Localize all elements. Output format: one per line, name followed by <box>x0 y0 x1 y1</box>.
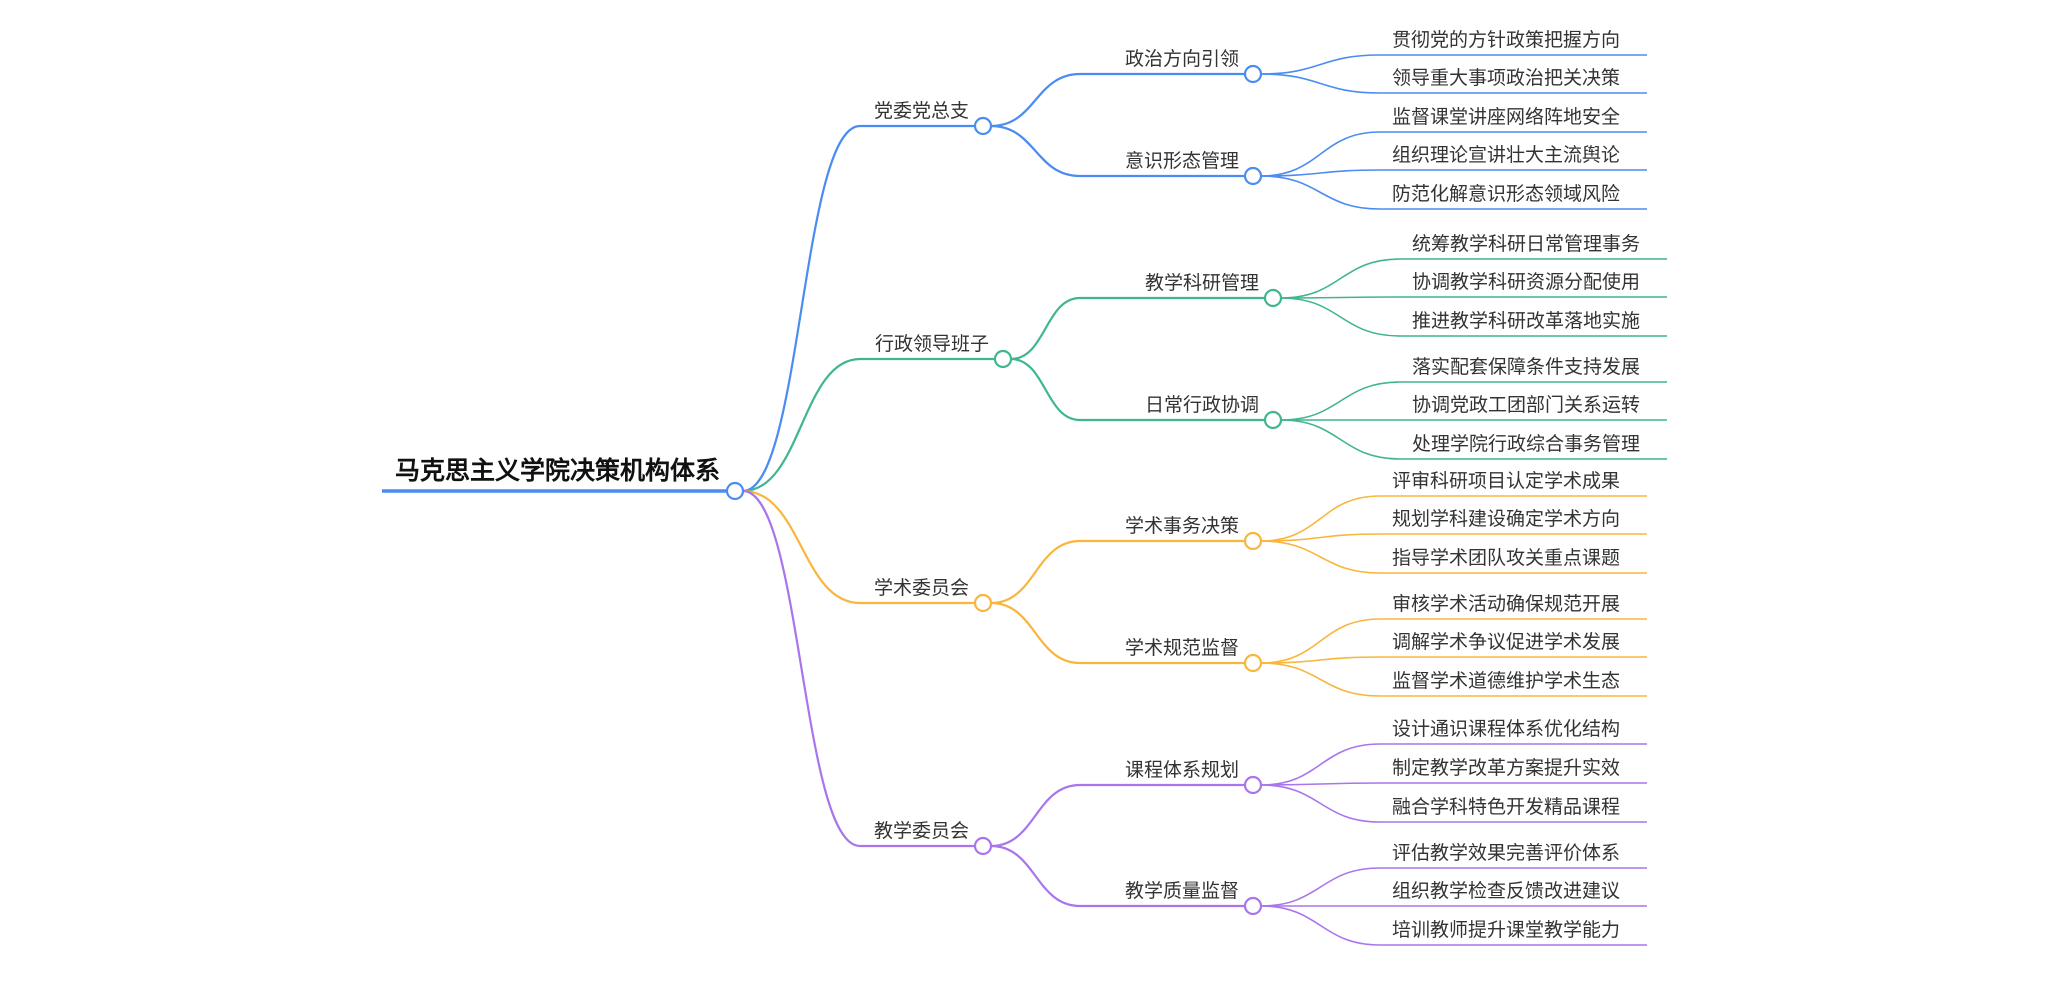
branch-node-toggle[interactable] <box>973 836 993 856</box>
leaf-connector <box>1260 784 1381 823</box>
branch-topic[interactable]: 教学委员会 <box>874 820 970 842</box>
leaf-topic[interactable]: 设计通识课程体系优化结构 <box>1392 718 1621 740</box>
leaf-connector <box>1260 131 1381 177</box>
leaf-connector <box>1260 656 1381 664</box>
leaf-topic[interactable]: 审核学术活动确保规范开展 <box>1392 593 1621 615</box>
leaf-topic[interactable]: 监督课堂讲座网络阵地安全 <box>1392 106 1621 128</box>
subbranch-connector <box>990 601 1081 665</box>
leaf-topic[interactable]: 调解学术争议促进学术发展 <box>1392 631 1621 653</box>
leaf-connector <box>1260 618 1381 664</box>
leaf-connector <box>1260 169 1381 177</box>
branch-topic[interactable]: 行政领导班子 <box>875 333 990 355</box>
leaf-topic[interactable]: 协调党政工团部门关系运转 <box>1412 394 1641 416</box>
branch-topic[interactable]: 学术委员会 <box>874 577 970 599</box>
leaf-topic[interactable]: 贯彻党的方针政策把握方向 <box>1392 29 1621 51</box>
leaf-connector <box>1260 540 1381 574</box>
subbranch-connector <box>1010 357 1081 422</box>
leaf-connector <box>1280 296 1401 299</box>
subbranch-connector <box>990 783 1081 848</box>
leaf-connector <box>1260 782 1381 786</box>
subbranch-topic[interactable]: 意识形态管理 <box>1125 150 1240 172</box>
leaf-topic[interactable]: 制定教学改革方案提升实效 <box>1392 757 1621 779</box>
subbranch-topic[interactable]: 教学质量监督 <box>1125 880 1240 902</box>
subbranch-node-toggle[interactable] <box>1263 288 1283 308</box>
subbranch-node-toggle[interactable] <box>1243 896 1263 916</box>
leaf-topic[interactable]: 处理学院行政综合事务管理 <box>1412 433 1641 455</box>
subbranch-node-toggle[interactable] <box>1263 410 1283 430</box>
leaf-topic[interactable]: 评审科研项目认定学术成果 <box>1392 470 1621 492</box>
branch-node-toggle[interactable] <box>993 349 1013 369</box>
branch-connector <box>742 489 861 848</box>
leaf-topic[interactable]: 协调教学科研资源分配使用 <box>1412 271 1641 293</box>
leaf-topic[interactable]: 指导学术团队攻关重点课题 <box>1392 547 1621 569</box>
leaf-connector <box>1260 533 1381 542</box>
leaf-topic[interactable]: 融合学科特色开发精品课程 <box>1392 796 1621 818</box>
leaf-connector <box>1260 175 1381 210</box>
leaf-connector <box>1260 867 1381 907</box>
subbranch-connector <box>990 124 1081 178</box>
leaf-connector <box>1260 743 1381 786</box>
root-topic[interactable]: 马克思主义学院决策机构体系 <box>395 456 721 485</box>
branch-topic[interactable]: 党委党总支 <box>874 100 970 122</box>
branch-connector <box>742 124 861 493</box>
leaf-topic[interactable]: 组织理论宣讲壮大主流舆论 <box>1392 144 1621 166</box>
branch-connector <box>742 489 861 605</box>
subbranch-node-toggle[interactable] <box>1243 531 1263 551</box>
subbranch-topic[interactable]: 政治方向引领 <box>1125 48 1240 70</box>
root-node-toggle[interactable] <box>725 481 745 501</box>
subbranch-node-toggle[interactable] <box>1243 64 1263 84</box>
leaf-topic[interactable]: 培训教师提升课堂教学能力 <box>1392 919 1621 941</box>
leaf-connector <box>1260 662 1381 697</box>
leaf-connector <box>1260 905 1381 946</box>
leaf-connector <box>1280 297 1401 337</box>
subbranch-node-toggle[interactable] <box>1243 775 1263 795</box>
leaf-connector <box>1280 381 1401 421</box>
subbranch-node-toggle[interactable] <box>1243 653 1263 673</box>
subbranch-connector <box>990 539 1081 605</box>
subbranch-topic[interactable]: 日常行政协调 <box>1145 394 1260 416</box>
leaf-topic[interactable]: 落实配套保障条件支持发展 <box>1412 356 1641 378</box>
branch-node-toggle[interactable] <box>973 116 993 136</box>
leaf-connector <box>1260 54 1381 75</box>
leaf-topic[interactable]: 评估教学效果完善评价体系 <box>1392 842 1621 864</box>
subbranch-connector <box>990 72 1081 128</box>
leaf-topic[interactable]: 统筹教学科研日常管理事务 <box>1412 233 1641 255</box>
subbranch-topic[interactable]: 学术事务决策 <box>1125 515 1240 537</box>
leaf-connector <box>1280 258 1401 299</box>
subbranch-connector <box>1010 296 1081 361</box>
leaf-topic[interactable]: 领导重大事项政治把关决策 <box>1392 67 1621 89</box>
leaf-topic[interactable]: 监督学术道德维护学术生态 <box>1392 670 1621 692</box>
leaf-connector <box>1260 73 1381 94</box>
leaf-topic[interactable]: 防范化解意识形态领域风险 <box>1392 183 1621 205</box>
subbranch-connector <box>990 844 1081 908</box>
leaf-topic[interactable]: 组织教学检查反馈改进建议 <box>1392 880 1621 902</box>
leaf-connector <box>1280 419 1401 460</box>
leaf-connector <box>1260 495 1381 542</box>
branch-node-toggle[interactable] <box>973 593 993 613</box>
subbranch-topic[interactable]: 学术规范监督 <box>1125 637 1240 659</box>
subbranch-node-toggle[interactable] <box>1243 166 1263 186</box>
subbranch-topic[interactable]: 教学科研管理 <box>1145 272 1260 294</box>
leaf-topic[interactable]: 推进教学科研改革落地实施 <box>1412 310 1641 332</box>
branch-connector <box>742 357 861 493</box>
subbranch-topic[interactable]: 课程体系规划 <box>1125 759 1240 781</box>
leaf-topic[interactable]: 规划学科建设确定学术方向 <box>1392 508 1621 530</box>
